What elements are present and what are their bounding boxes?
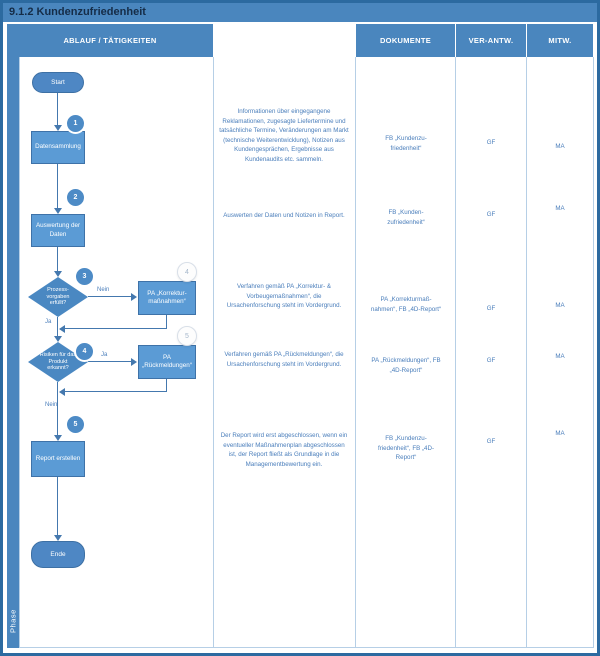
- ref-badge-4: 4: [177, 262, 197, 282]
- process-box-report: Report erstellen: [31, 441, 85, 477]
- lane-divider: [19, 57, 20, 648]
- column-header-verantw: VER-ANTW.: [456, 24, 526, 57]
- lane-divider: [213, 57, 214, 648]
- document-ref: PA „Rückmeldungen“, FB „4D-Report“: [371, 357, 441, 374]
- branch-label-ja: Ja: [45, 319, 52, 325]
- arrowhead-down-icon: [54, 435, 62, 441]
- lane-divider: [526, 57, 527, 648]
- lane-divider: [455, 57, 456, 648]
- responsible-value: GF: [486, 211, 496, 218]
- step-badge-3: 3: [74, 266, 95, 287]
- flow-start-node: Start: [32, 72, 84, 93]
- responsible-value: GF: [486, 139, 496, 146]
- flow-connector: [57, 317, 58, 336]
- step-badge-2: 2: [65, 187, 86, 208]
- lane-bottom-border: [19, 647, 594, 648]
- document-ref: FB „Kundenzu- friedenheit“: [385, 135, 427, 152]
- arrowhead-down-icon: [54, 535, 62, 541]
- lane-divider: [593, 57, 594, 648]
- page-title: 9.1.2 Kundenzufriedenheit: [3, 3, 597, 22]
- ref-badge-5: 5: [177, 326, 197, 346]
- arrowhead-down-icon: [54, 271, 62, 277]
- flow-connector: [57, 477, 58, 535]
- responsible-value: GF: [486, 438, 496, 445]
- responsible-value: GF: [486, 357, 496, 364]
- flow-connector: [166, 379, 167, 392]
- flow-connector: [57, 247, 58, 271]
- arrowhead-left-icon: [59, 388, 65, 396]
- step-badge-4: 4: [74, 341, 95, 362]
- activity-description: Der Report wird erst abgeschlossen, wenn…: [220, 432, 348, 468]
- arrowhead-right-icon: [131, 358, 137, 366]
- flow-connector: [57, 382, 58, 435]
- branch-label-nein: Nein: [45, 402, 58, 408]
- phase-label: Phase: [8, 609, 18, 633]
- collaboration-value: MA: [555, 302, 565, 309]
- activity-description: Verfahren gemäß PA „Rückmeldungen“, die …: [224, 351, 344, 368]
- branch-label-ja: Ja: [101, 352, 108, 358]
- document-ref: FB „Kunden- zufriedenheit“: [387, 209, 425, 226]
- arrowhead-down-icon: [54, 336, 62, 342]
- flow-connector: [88, 296, 131, 297]
- arrowhead-down-icon: [54, 208, 62, 214]
- flow-end-node: Ende: [31, 541, 85, 568]
- responsible-value: GF: [486, 305, 496, 312]
- flow-connector: [166, 315, 167, 329]
- activity-description: Informationen über eingegangene Reklamat…: [219, 108, 349, 164]
- collaboration-value: MA: [555, 353, 565, 360]
- process-box-auswertung: Auswertung der Daten: [31, 214, 85, 247]
- process-box-datensammlung: Datensammlung: [31, 131, 85, 164]
- flow-connector: [65, 328, 167, 329]
- lane-divider: [355, 57, 356, 648]
- arrowhead-down-icon: [54, 125, 62, 131]
- branch-label-nein: Nein: [97, 287, 110, 293]
- arrowhead-left-icon: [59, 325, 65, 333]
- collaboration-value: MA: [555, 430, 565, 437]
- flow-connector: [88, 361, 131, 362]
- column-header-dokumente: DOKUMENTE: [356, 24, 455, 57]
- step-badge-1: 1: [65, 113, 86, 134]
- step-badge-5: 5: [65, 414, 86, 435]
- activity-description: Verfahren gemäß PA „Korrektur- & Vorbeug…: [226, 283, 342, 310]
- document-ref: PA „Korrekturmaß- nahmen“, FB „4D-Report…: [370, 296, 442, 313]
- process-box-rueckmeldungen: PA „Rückmeldungen“: [138, 345, 196, 379]
- document-ref: FB „Kundenzu- friedenheit“, FB „4D- Repo…: [377, 435, 435, 462]
- flow-connector: [65, 391, 167, 392]
- column-header-mitw: MITW.: [527, 24, 593, 57]
- column-header-empty: [214, 24, 355, 57]
- phase-band: [7, 57, 19, 648]
- collaboration-value: MA: [555, 143, 565, 150]
- process-box-korrekturmassnahmen: PA „Korrektur- maßnahmen“: [138, 281, 196, 315]
- arrowhead-right-icon: [131, 293, 137, 301]
- activity-description: Auswerten der Daten und Notizen in Repor…: [223, 212, 345, 219]
- flow-connector: [57, 164, 58, 208]
- flow-connector: [57, 93, 58, 125]
- column-header-ablauf: ABLAUF / TÄTIGKEITEN: [7, 24, 213, 57]
- collaboration-value: MA: [555, 205, 565, 212]
